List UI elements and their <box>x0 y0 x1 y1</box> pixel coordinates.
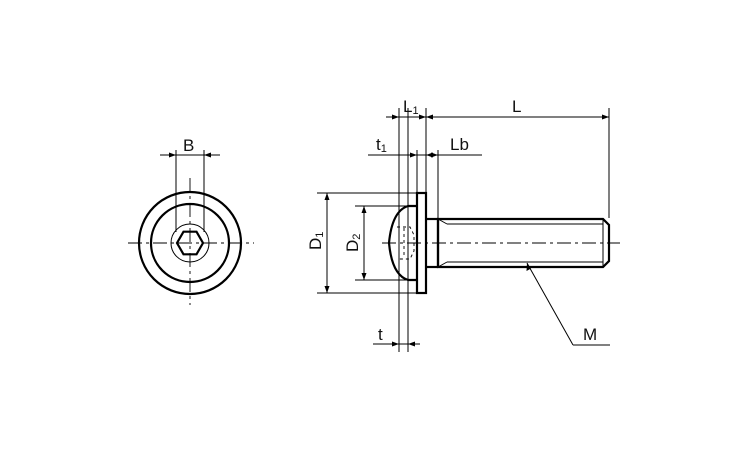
dim-l-label: L <box>512 97 521 116</box>
dim-d2-label: D2 <box>343 234 363 252</box>
end-view: B <box>128 136 254 305</box>
dim-t-label: t <box>378 325 383 344</box>
dim-d1-label: D1 <box>306 232 326 250</box>
dim-m-label: M <box>583 325 597 344</box>
hex-socket <box>175 230 205 256</box>
dim-l1-label: L1 <box>403 97 419 117</box>
side-view: L1 L t1 Lb D1 D2 <box>306 97 620 352</box>
dim-m-leader <box>526 262 574 346</box>
dim-lb-label: Lb <box>450 135 469 154</box>
dim-t1-label: t1 <box>376 135 387 155</box>
dim-b-label: B <box>183 136 194 155</box>
